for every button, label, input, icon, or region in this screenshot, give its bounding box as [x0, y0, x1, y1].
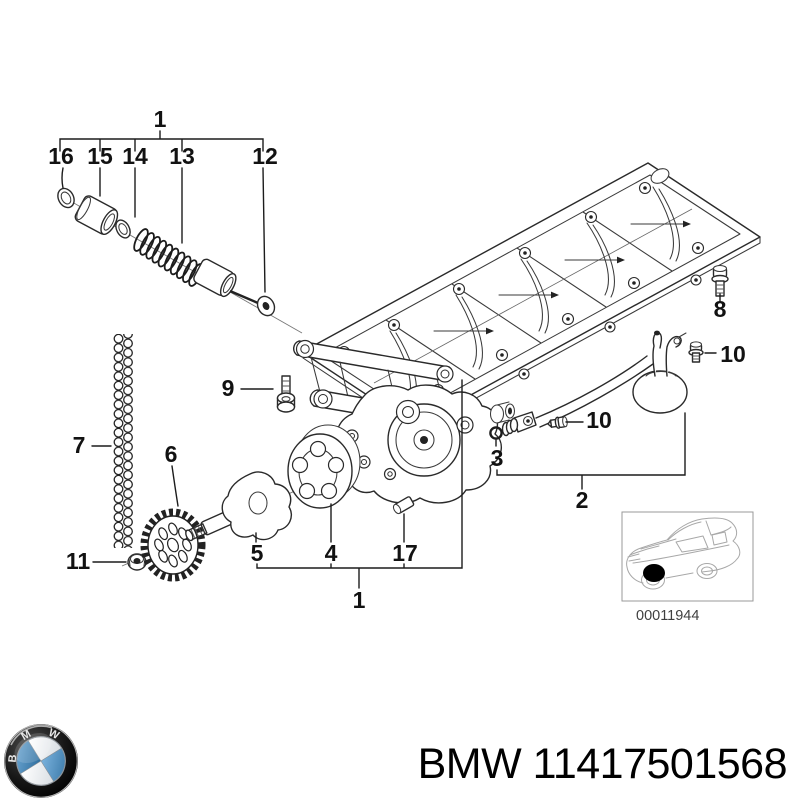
- callout-11: 11: [66, 548, 91, 574]
- oil-pump-housing: [293, 339, 516, 504]
- thumbnail-image-id: 00011944: [636, 608, 699, 624]
- callout-15: 15: [87, 143, 113, 169]
- callout-12: 12: [252, 143, 278, 169]
- callout-2: 2: [576, 487, 589, 513]
- strainer: [632, 330, 688, 414]
- car-sketch: [626, 517, 741, 590]
- sprocket-6: [140, 508, 206, 582]
- spring-13: [133, 228, 204, 287]
- callout-group-top: 1: [154, 106, 167, 132]
- callout-14: 14: [122, 143, 148, 169]
- pump-outlet-port: [489, 401, 516, 424]
- thumbnail-frame: [621, 511, 754, 602]
- piston-12: [193, 258, 276, 317]
- ring-16: [57, 187, 75, 209]
- callout-4: 4: [325, 540, 338, 566]
- callout-7: 7: [73, 432, 86, 458]
- callout-labels: 1 16 15 14 13 12 9 7 6 11 5 4 17 1 3 2 1…: [48, 106, 746, 613]
- part-number-title: BMW 11417501568: [417, 740, 788, 788]
- bolt-10-bracket: [688, 341, 704, 363]
- callout-group-bottom: 1: [353, 587, 366, 613]
- pin-17: [392, 496, 415, 515]
- ring-14: [115, 219, 131, 239]
- callout-17: 17: [392, 540, 418, 566]
- callout-9: 9: [222, 375, 235, 401]
- outer-rotor-4: [287, 424, 361, 509]
- callout-8: 8: [714, 296, 727, 322]
- sleeve-15: [74, 195, 119, 235]
- callout-16: 16: [48, 143, 74, 169]
- drive-chain: [113, 334, 135, 548]
- union-fitting: [501, 411, 537, 437]
- callout-3: 3: [491, 445, 504, 471]
- bolt-10-tube: [547, 416, 568, 429]
- o-ring-3: [489, 426, 503, 440]
- inner-rotor-5: [185, 471, 293, 542]
- callout-6: 6: [165, 441, 178, 467]
- vehicle-thumbnail: 00011944: [621, 511, 754, 624]
- logo-letter-b: B: [7, 754, 20, 763]
- oil-filler-hole: [650, 168, 670, 184]
- exploded-parts-diagram: 1 16 15 14 13 12 9 7 6 11 5 4 17 1 3 2 1…: [48, 106, 761, 624]
- callout-10-bracket: 10: [720, 341, 746, 367]
- callout-lines: [59, 130, 721, 589]
- bmw-logo: B M W: [4, 724, 78, 798]
- location-dot: [643, 564, 665, 582]
- pressure-relief-valve-parts: [57, 187, 276, 317]
- callout-5: 5: [251, 540, 264, 566]
- roundel-quadrants: [16, 736, 66, 786]
- callout-10-tube: 10: [586, 407, 612, 433]
- oil-pickup-tube: [501, 330, 688, 437]
- callout-13: 13: [169, 143, 195, 169]
- bolt-8: [711, 264, 729, 297]
- bolt-9: [276, 375, 296, 413]
